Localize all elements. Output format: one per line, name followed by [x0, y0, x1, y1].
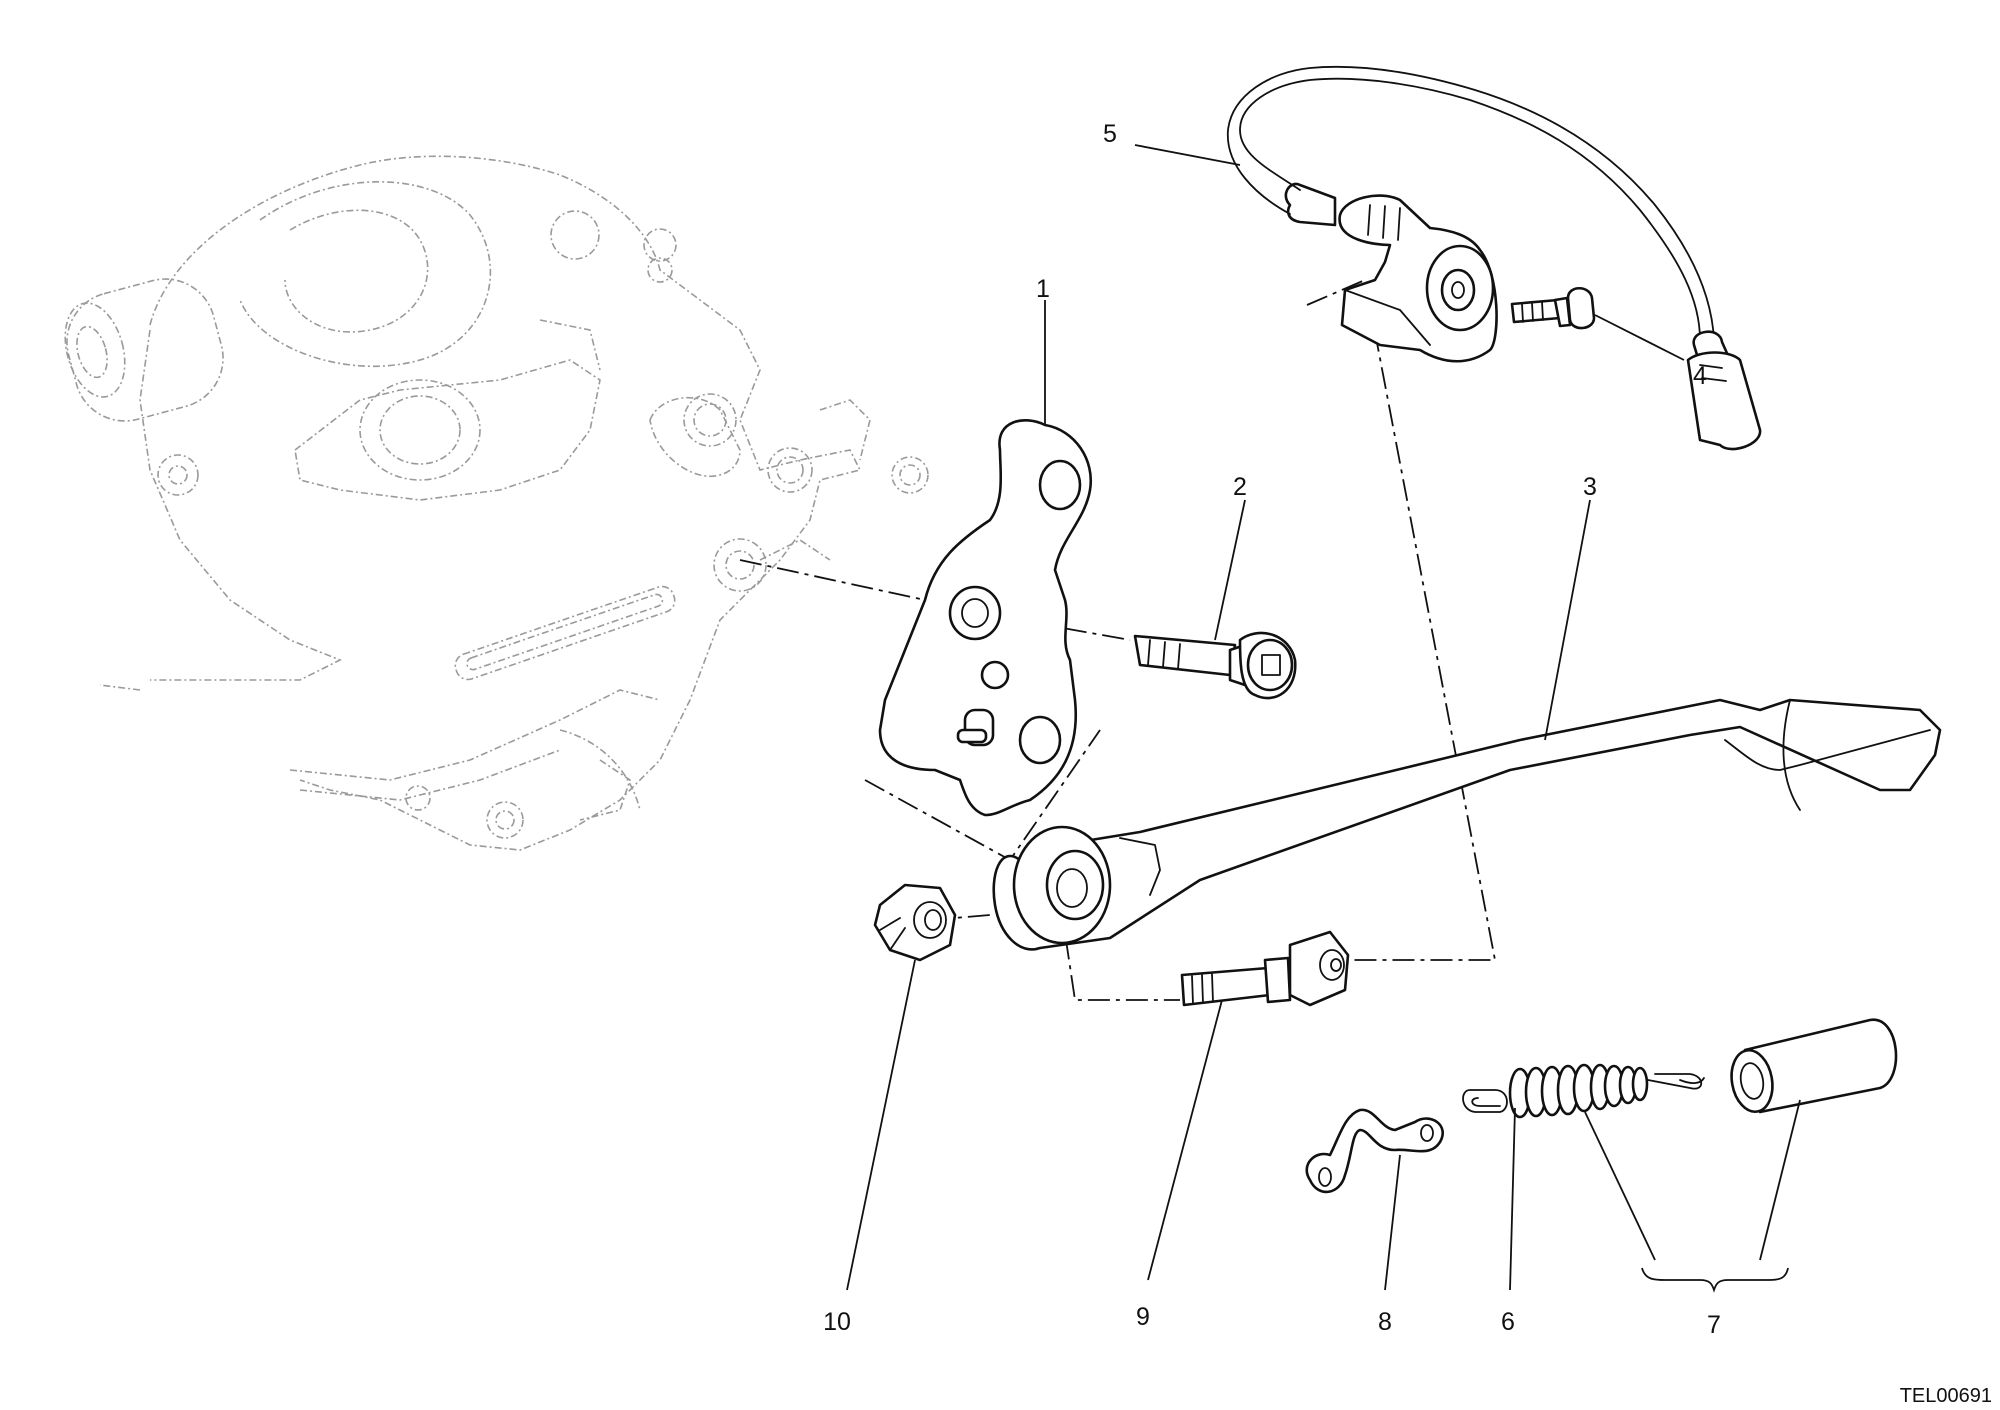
part-6-spring	[1462, 1063, 1705, 1119]
leader-9	[1147, 999, 1223, 1281]
leader-8	[1384, 1154, 1401, 1291]
leader-10	[846, 959, 916, 1291]
spring-coils	[1508, 1063, 1649, 1119]
callout-5: 5	[1103, 120, 1117, 148]
engine-casing-outline	[64, 155, 929, 851]
centerline-bracket-to-engine	[739, 559, 926, 601]
centerline-switch-to-bolt	[1306, 278, 1497, 961]
callout-9: 9	[1136, 1303, 1150, 1331]
part-3-side-stand	[992, 698, 1942, 951]
leader-5	[1134, 144, 1241, 166]
bracket-7	[1641, 1267, 1789, 1293]
part-9-pivot-bolt	[1180, 930, 1350, 1007]
callout-8: 8	[1378, 1308, 1392, 1336]
leader-lines	[846, 144, 1801, 1293]
leader-3	[1544, 499, 1591, 741]
centerline-bolt-2	[989, 614, 1131, 641]
leader-6	[1509, 1107, 1516, 1291]
callout-2: 2	[1233, 473, 1247, 501]
part-1-mounting-bracket	[878, 419, 1093, 817]
callout-7: 7	[1707, 1311, 1721, 1339]
callout-4: 4	[1693, 362, 1707, 390]
part-7-bushing	[1730, 1018, 1898, 1114]
callout-10: 10	[823, 1308, 851, 1336]
centerline-pivot-bolt	[1059, 899, 1180, 1001]
leader-7a	[1584, 1111, 1656, 1261]
part-5-sidestand-switch	[1227, 65, 1762, 451]
part-8-spring-plate	[1305, 1108, 1444, 1194]
leader-4	[1594, 314, 1685, 361]
drawing-reference-code: TEL00691	[1900, 1385, 1992, 1407]
leader-2	[1214, 499, 1246, 641]
part-2-bracket-bolt	[1133, 631, 1297, 700]
callout-3: 3	[1583, 473, 1597, 501]
callout-1: 1	[1036, 275, 1050, 303]
part-10-nut	[873, 883, 957, 962]
part-4-switch-bolt	[1510, 286, 1596, 330]
callout-6: 6	[1501, 1308, 1515, 1336]
callout-labels: 1 2 3 4 5 6 7 8 9 10	[823, 120, 1721, 1339]
leader-7b	[1759, 1099, 1801, 1261]
